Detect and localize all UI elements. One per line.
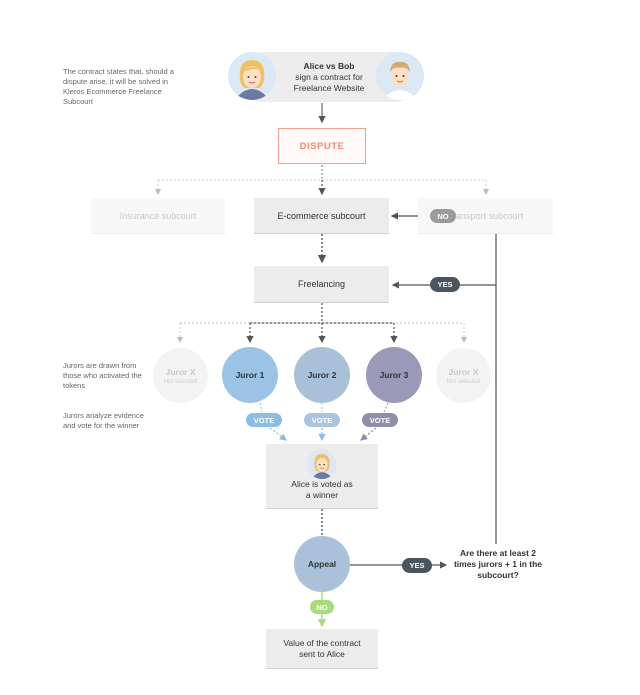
man-face-icon [376,52,424,100]
juror-status: Not selected [446,378,481,385]
juror-x-left: Juror X Not selected [153,348,208,403]
juror-status: Not selected [163,378,198,385]
parties-title: Alice vs Bob [303,61,355,71]
ecommerce-subcourt: E-commerce subcourt [254,198,389,234]
parties-line1: sign a contract for [295,72,363,82]
juror-2: Juror 2 [294,347,350,403]
freelancing-box: Freelancing [254,266,389,303]
jurors-drawn-note: Jurors are drawn from those who activate… [63,361,142,390]
winner-avatar [307,449,337,479]
juror-name: Juror X [448,366,479,377]
vote-badge-juror-2: VOTE [304,413,340,427]
result-text: Value of the contract sent to Alice [283,638,360,660]
yes-badge-freelancing: YES [430,277,460,292]
result-line1: Value of the contract [283,637,361,648]
no-badge-subcourt: NO [430,209,456,223]
juror-name: Juror 2 [307,370,337,380]
appeal-label: Appeal [307,559,337,569]
winner-line2: a winner [305,490,339,500]
yes-badge-appeal: YES [402,558,432,573]
winner-text: Alice is voted as a winner [291,479,352,501]
dispute-box: DISPUTE [278,128,366,164]
winner-line1: Alice is voted as [291,479,353,489]
juror-name: Juror 3 [379,370,409,380]
parties-text: Alice vs Bob sign a contract for Freelan… [278,61,380,94]
woman-face-icon [307,449,337,479]
contract-note: The contract states that, should a dispu… [63,67,174,106]
juror-1: Juror 1 [222,347,278,403]
woman-face-icon [228,52,276,100]
appeal-question: Are there at least 2 times jurors + 1 in… [453,548,543,580]
no-badge-appeal: NO [310,600,334,614]
result-line2: sent to Alice [299,648,345,659]
vote-badge-juror-1: VOTE [246,413,282,427]
vote-badge-juror-3: VOTE [362,413,398,427]
appeal-circle: Appeal [294,536,350,592]
juror-name: Juror X [165,366,196,377]
parties-line2: Freelance Website [293,83,365,93]
insurance-subcourt: Insurance subcourt [91,198,225,234]
jurors-analyze-note: Jurors analyze evidence and vote for the… [63,411,144,430]
juror-x-right: Juror X Not selected [436,348,491,403]
result-box: Value of the contract sent to Alice [266,629,378,669]
bob-avatar [376,52,424,100]
juror-name: Juror 1 [235,370,265,380]
alice-avatar [228,52,276,100]
juror-3: Juror 3 [366,347,422,403]
